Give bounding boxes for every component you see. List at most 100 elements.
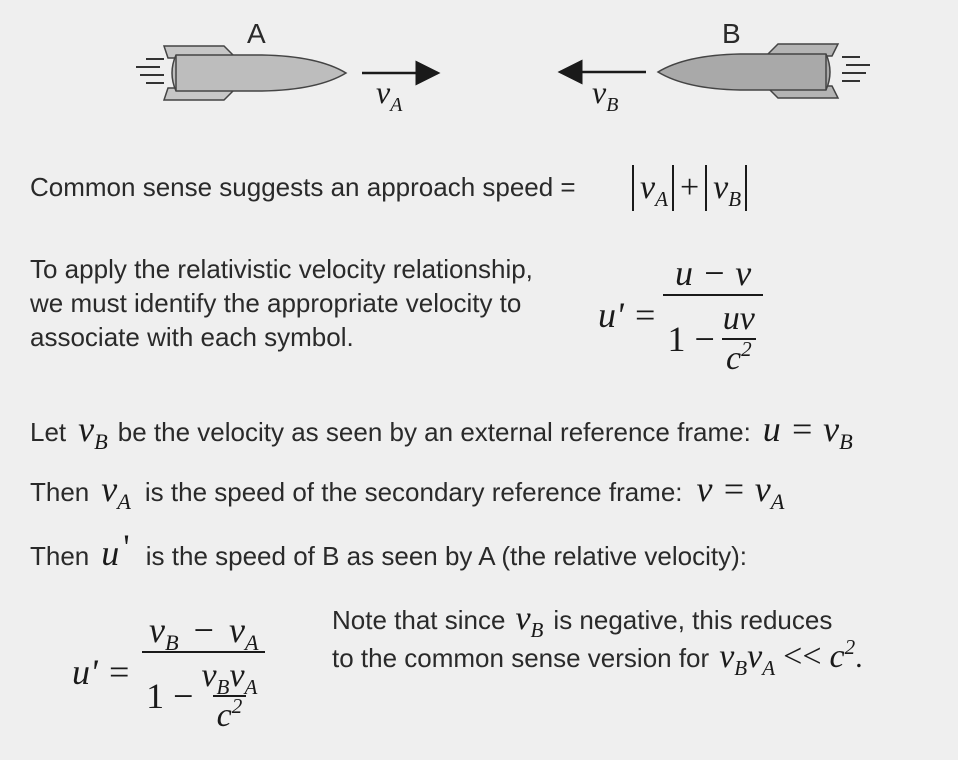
final-den-one: 1 −: [146, 676, 194, 716]
rocket-a-label: A: [247, 18, 266, 49]
final-fraction: vB − vA 1 − vBvA c2: [135, 609, 273, 735]
let-eq-sub: B: [839, 429, 853, 455]
note-sub-a: A: [762, 656, 776, 680]
final-inner-sub-b: B: [216, 675, 230, 699]
note-sub-b: B: [530, 618, 544, 642]
final-c: c: [216, 697, 232, 734]
note-line-2: to the common sense version for vBvA << …: [332, 635, 863, 682]
abs-bar: [671, 165, 674, 211]
final-inner-fraction: vBvA c2: [197, 657, 261, 735]
note-vb: vB: [515, 600, 543, 642]
then2-prime: ': [123, 527, 130, 567]
arrow-b-v: v: [592, 74, 607, 110]
cs-v-a: v: [640, 169, 656, 206]
exhaust-lines-b: [842, 56, 870, 82]
final-lhs: u' =: [72, 652, 131, 692]
note-v2: v: [747, 638, 763, 675]
formula-fraction: u − v 1 − uv c2: [661, 252, 765, 378]
arrow-b-sub: B: [606, 93, 619, 116]
let-sub: B: [94, 429, 108, 455]
formula-inner-num: uv: [722, 300, 755, 337]
rocket-b: [656, 43, 870, 99]
note-vbva: vBvA: [719, 638, 775, 680]
formula-lhs: u' =: [598, 295, 657, 335]
rocket-b-label: B: [722, 18, 741, 49]
relativistic-line-3: associate with each symbol.: [30, 322, 354, 352]
rocket-b-body: [656, 53, 831, 91]
abs-bar: [705, 165, 708, 211]
let-line: Let vB be the velocity as seen by an ext…: [30, 408, 853, 456]
then2-prefix: Then: [30, 541, 90, 571]
then1-equation: v = vA: [696, 468, 785, 514]
note-line2-a: to the common sense version for: [332, 643, 710, 673]
cs-plus: +: [679, 169, 700, 206]
relativistic-line-2: we must identify the appropriate velocit…: [30, 288, 522, 318]
arrow-a-sub: A: [390, 93, 403, 116]
exhaust-lines-a: [136, 58, 164, 84]
final-inner-sub-a: A: [244, 675, 258, 699]
velocity-addition-formula: u' = u − v 1 − uv c2: [598, 240, 765, 390]
abs-va: vA: [640, 169, 668, 211]
note-ll: <<: [783, 638, 822, 675]
rocket-a: [136, 45, 348, 101]
cs-sub-b: B: [728, 187, 742, 211]
arrow-a-v: v: [376, 74, 391, 110]
final-denominator: 1 − vBvA c2: [142, 651, 266, 735]
then1-v: v: [101, 469, 118, 509]
formula-exp: 2: [741, 337, 752, 362]
then-line-1: Then vA is the speed of the secondary re…: [30, 468, 784, 516]
note-v1: v: [719, 638, 735, 675]
let-prefix: Let: [30, 417, 67, 447]
final-num-sub-b: B: [164, 630, 179, 656]
final-num-sub-a: A: [244, 630, 259, 656]
final-num-v1: v: [149, 610, 165, 650]
then1-text: is the speed of the secondary reference …: [144, 477, 683, 507]
note-sub-b2: B: [734, 656, 748, 680]
let-vb: vB: [78, 408, 108, 454]
note-period: .: [855, 641, 863, 674]
let-text: be the velocity as seen by an external r…: [117, 417, 751, 447]
relativistic-line-1: To apply the relativistic velocity relat…: [30, 254, 533, 284]
final-numerator: vB − vA: [135, 609, 273, 655]
note-line1-b: is negative, this reduces: [553, 605, 833, 635]
let-eq: u = v: [762, 409, 840, 449]
note-line-1: Note that since vB is negative, this red…: [332, 600, 832, 644]
formula-numerator: u − v: [675, 253, 752, 293]
final-exp: 2: [231, 694, 243, 719]
final-formula: u' = vB − vA 1 − vBvA c2: [72, 598, 273, 746]
let-equation: u = vB: [762, 408, 853, 454]
formula-c: c: [725, 340, 742, 377]
then1-va: vA: [101, 468, 131, 514]
note-line1-a: Note that since: [332, 605, 506, 635]
cs-v-b: v: [713, 169, 729, 206]
final-minus: −: [193, 610, 214, 650]
then2-text: is the speed of B as seen by A (the rela…: [145, 541, 747, 571]
formula-denominator: 1 − uv c2: [663, 294, 763, 378]
then2-uprime: u': [101, 527, 130, 574]
abs-bar: [745, 165, 748, 211]
common-sense-text: Common sense suggests an approach speed …: [30, 172, 576, 202]
formula-den-one: 1 −: [667, 319, 715, 359]
then2-u: u: [101, 533, 120, 573]
rocket-diagram: [136, 43, 870, 101]
note-v: v: [515, 600, 531, 637]
note-c2: c2: [829, 635, 856, 676]
abs-bar: [632, 165, 634, 211]
then1-sub: A: [117, 489, 131, 515]
formula-inner-fraction: uv c2: [719, 300, 759, 378]
final-inner-num: vBvA: [197, 657, 261, 699]
note-c: c: [829, 638, 845, 675]
rocket-a-body: [171, 54, 348, 92]
then1-eq-sub: A: [770, 489, 785, 515]
let-v: v: [78, 409, 95, 449]
abs-vb: vB: [713, 169, 741, 211]
common-sense-expression: vA + vB: [632, 162, 748, 214]
then1-eq: v = v: [696, 469, 771, 509]
cs-sub-a: A: [655, 187, 668, 211]
final-num-v2: v: [228, 610, 245, 650]
note-exp: 2: [844, 635, 856, 660]
arrow-b-velocity-label: vB: [592, 74, 618, 116]
then1-prefix: Then: [30, 477, 90, 507]
final-inner-v1: v: [201, 657, 217, 694]
then-line-2: Then u' is the speed of B as seen by A (…: [30, 527, 747, 580]
